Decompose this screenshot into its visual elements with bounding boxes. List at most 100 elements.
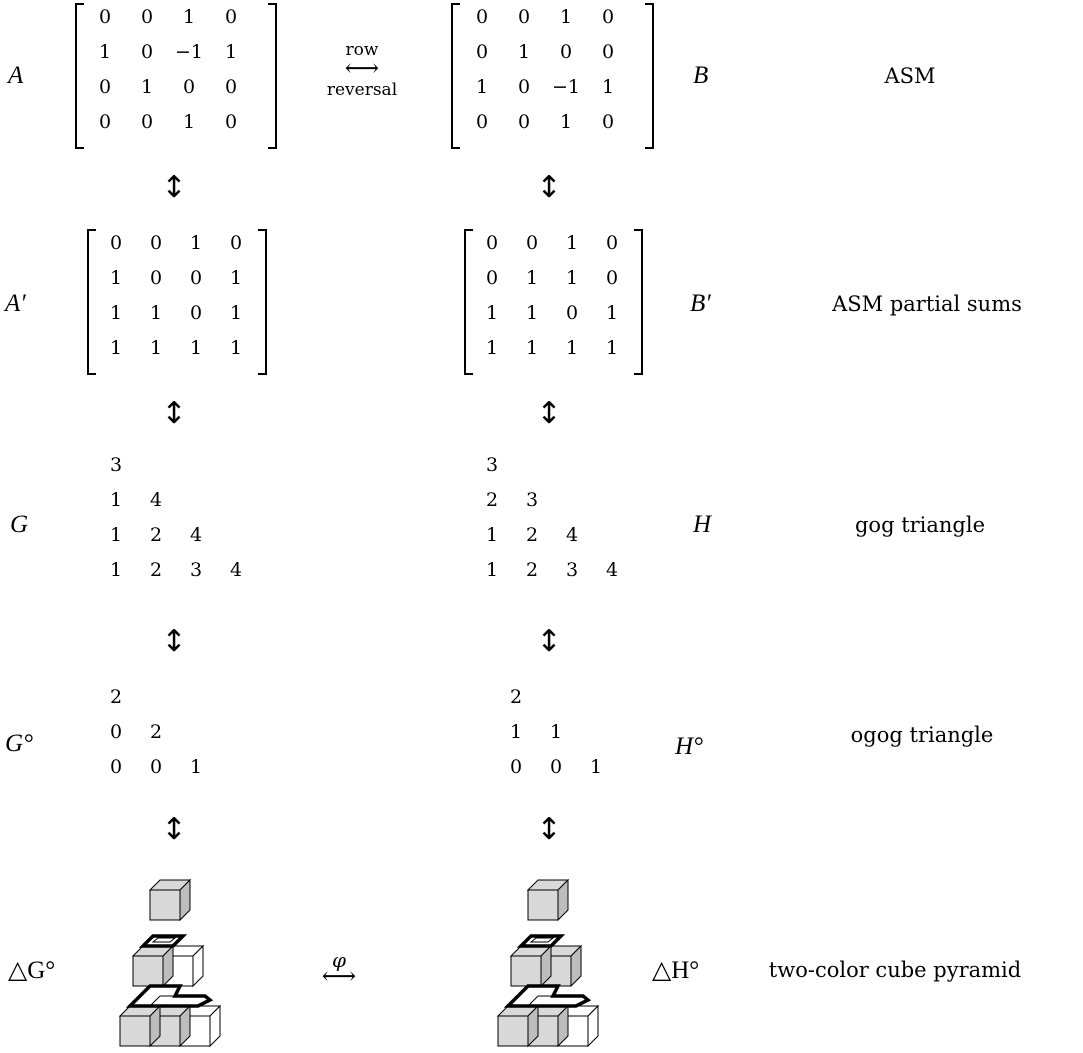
phi-symbol: φ [331,948,346,972]
matrix-A-entry: 0 [98,6,112,28]
description-gog-triangle: gog triangle [854,513,986,537]
matrix-B-prime-entry: 1 [565,337,579,359]
triangle-G-entry: 2 [149,559,163,581]
triangle-H-entry: 3 [565,559,579,581]
triangle-H-entry: 2 [485,489,499,511]
matrix-A-prime-entry: 0 [149,267,163,289]
label-triangle-G-circ: △G° [8,957,56,984]
updown-arrow-left-1: ↕ [161,170,187,205]
matrix-B-entry: 1 [475,76,489,98]
matrix-A-prime-entry: 1 [149,302,163,324]
matrix-A-entry: 0 [140,111,154,133]
matrix-A-entry: 1 [98,41,112,63]
triangle-G-entry: 1 [109,524,123,546]
matrix-B-prime-entry: 1 [605,337,619,359]
label-G: G [10,511,29,538]
triangle-H-entry: 2 [525,559,539,581]
updown-arrow-left-3: ↕ [161,624,187,659]
triangle-G-circ-entry: 0 [149,756,163,778]
description-ogog-triangle: ogog triangle [850,723,994,747]
matrix-A-entry: 1 [224,41,238,63]
triangle-H-entry: 3 [485,454,499,476]
matrix-A-prime-entry: 1 [189,337,203,359]
label-H-circ: H° [675,733,704,760]
row-reversal-bottom-text: reversal [326,80,398,100]
updown-arrow-left-4: ↕ [161,812,187,847]
matrix-B-entry: 1 [559,6,573,28]
matrix-B-right-bracket [645,3,654,149]
matrix-B-prime-left-bracket [464,229,473,375]
matrix-B-entry: 0 [601,6,615,28]
triangle-H-circ-entry: 0 [549,756,563,778]
matrix-A-right-bracket [268,3,277,149]
matrix-B-entry: −1 [551,76,580,98]
matrix-B-prime-entry: 0 [485,267,499,289]
description-asm-partial-sums: ASM partial sums [832,292,1022,316]
matrix-B-prime-entry: 1 [525,302,539,324]
triangle-G-circ-entry: 2 [149,721,163,743]
matrix-A-entry: 0 [182,76,196,98]
matrix-B-entry: 0 [475,6,489,28]
triangle-H-entry: 1 [485,559,499,581]
triangle-G-entry: 4 [149,489,163,511]
matrix-A-entry: 1 [182,111,196,133]
matrix-B-left-bracket [451,3,460,149]
matrix-B-prime-entry: 0 [605,267,619,289]
matrix-B-entry: 1 [559,111,573,133]
matrix-A-prime-entry: 1 [229,302,243,324]
matrix-B-entry: 1 [517,41,531,63]
matrix-B-entry: 0 [601,111,615,133]
matrix-A-prime-entry: 0 [109,232,123,254]
updown-arrow-left-2: ↕ [161,396,187,431]
matrix-B-prime-entry: 1 [525,267,539,289]
label-A-prime: A′ [5,290,26,317]
label-B: B [693,62,709,89]
matrix-A-entry: −1 [174,41,203,63]
matrix-A-prime-entry: 0 [229,232,243,254]
triangle-H-entry: 1 [485,524,499,546]
matrix-A-prime-entry: 1 [109,337,123,359]
matrix-A-prime-right-bracket [258,229,267,375]
matrix-A-entry: 0 [224,111,238,133]
matrix-B-prime-right-bracket [634,229,643,375]
triangle-G-entry: 1 [109,489,123,511]
triangle-G-circ-entry: 2 [109,686,123,708]
matrix-B-entry: 0 [517,6,531,28]
label-A: A [8,62,24,89]
matrix-B-prime-entry: 1 [485,337,499,359]
matrix-A-entry: 1 [140,76,154,98]
triangle-G-entry: 2 [149,524,163,546]
matrix-A-prime-entry: 1 [229,337,243,359]
updown-arrow-right-4: ↕ [536,812,562,847]
matrix-B-entry: 0 [475,111,489,133]
triangle-G-entry: 3 [109,454,123,476]
row-reversal-top-text: row [345,40,379,60]
matrix-A-prime-entry: 0 [149,232,163,254]
matrix-B-prime-entry: 1 [605,302,619,324]
description-asm: ASM [884,64,936,88]
triangle-H-entry: 4 [605,559,619,581]
matrix-B-prime-entry: 0 [605,232,619,254]
pyramid-left [119,879,221,1047]
matrix-B-entry: 0 [517,111,531,133]
updown-arrow-right-1: ↕ [536,170,562,205]
matrix-A-prime-entry: 0 [189,267,203,289]
matrix-B-entry: 1 [601,76,615,98]
description-two-color-cube-pyramid: two-color cube pyramid [768,958,1022,982]
triangle-H-entry: 4 [565,524,579,546]
triangle-G-circ-entry: 0 [109,756,123,778]
matrix-B-entry: 0 [475,41,489,63]
triangle-H-entry: 3 [525,489,539,511]
label-triangle-H-circ: △H° [652,957,700,984]
matrix-A-entry: 0 [224,6,238,28]
triangle-H-circ-entry: 1 [589,756,603,778]
matrix-B-prime-entry: 1 [525,337,539,359]
label-G-circ: G° [5,730,34,757]
matrix-A-entry: 0 [140,6,154,28]
triangle-H-entry: 2 [525,524,539,546]
matrix-A-entry: 0 [98,76,112,98]
updown-arrow-right-2: ↕ [536,396,562,431]
triangle-G-entry: 1 [109,559,123,581]
triangle-G-entry: 3 [189,559,203,581]
